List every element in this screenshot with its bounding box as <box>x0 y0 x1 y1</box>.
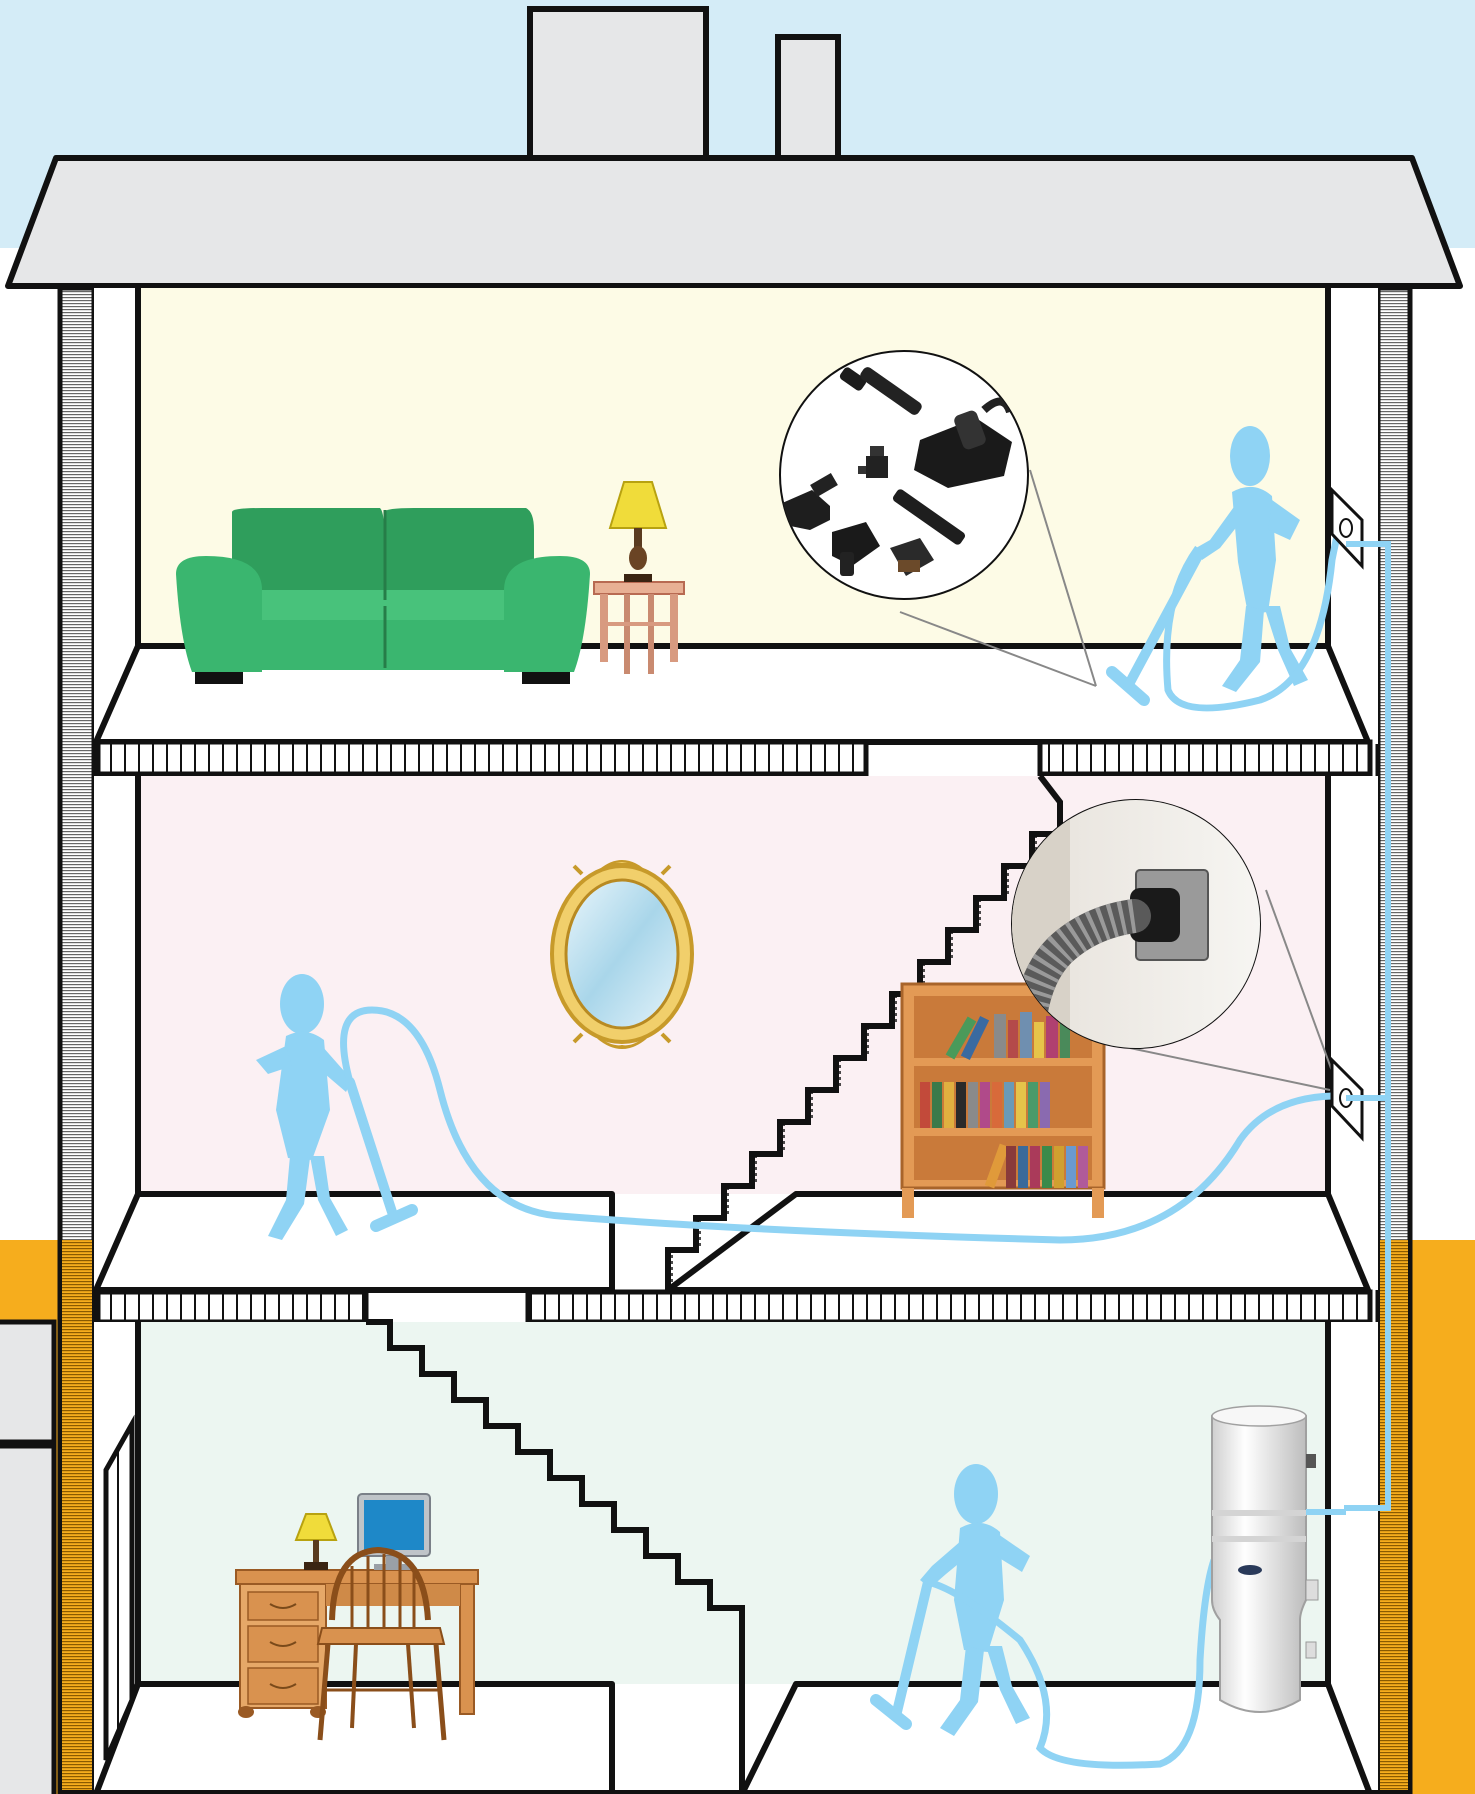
chimney-small <box>778 37 838 162</box>
oval-mirror <box>552 861 692 1048</box>
brand-badge <box>1238 1565 1262 1575</box>
basement-door <box>106 1424 132 1760</box>
ground-right <box>1410 1240 1475 1794</box>
joist-middle-left <box>98 1292 366 1322</box>
left-wall-below-grade <box>62 1240 92 1794</box>
joist-top-left <box>98 742 866 774</box>
sofa <box>176 508 590 684</box>
joist-top-right <box>1040 742 1370 774</box>
roof <box>8 158 1460 286</box>
chimney-large <box>530 9 706 159</box>
attachments-callout <box>780 351 1028 599</box>
joist-middle-right <box>528 1292 1370 1322</box>
neighbor-building <box>0 1322 54 1442</box>
right-wall-below-grade <box>1380 1240 1408 1794</box>
